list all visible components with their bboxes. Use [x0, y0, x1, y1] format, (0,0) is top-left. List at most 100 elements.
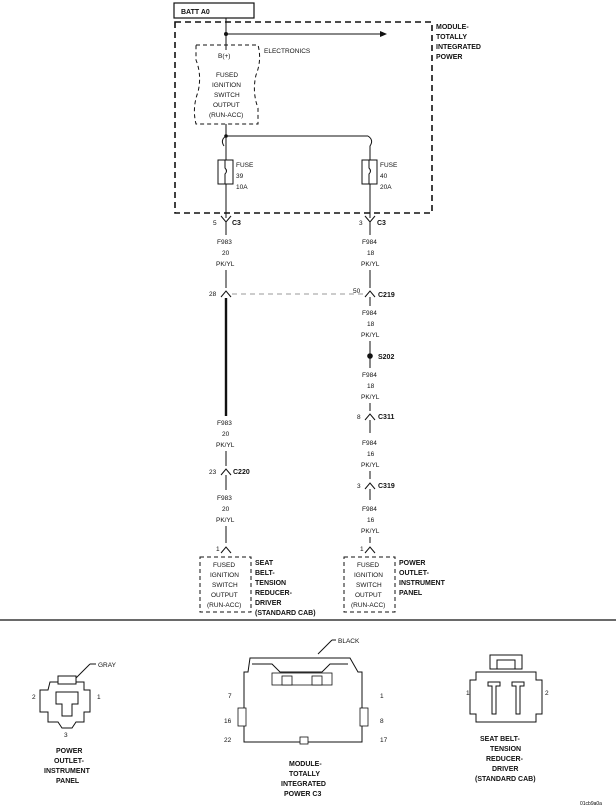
module-label-4: POWER — [436, 54, 462, 61]
fused-output-1: FUSED — [216, 72, 238, 79]
svg-text:3: 3 — [359, 220, 363, 227]
svg-text:FUSE: FUSE — [236, 162, 254, 169]
svg-text:REDUCER-: REDUCER- — [486, 756, 524, 763]
fused-output-2: IGNITION — [212, 82, 241, 89]
seat-belt-box — [199, 556, 252, 613]
module-label-1: MODULE- — [436, 24, 469, 31]
svg-text:20: 20 — [222, 250, 230, 257]
svg-text:20: 20 — [222, 506, 230, 513]
svg-text:1: 1 — [380, 693, 384, 700]
svg-text:POWER C3: POWER C3 — [284, 791, 321, 798]
svg-text:PK/YL: PK/YL — [361, 332, 380, 339]
svg-text:IGNITION: IGNITION — [210, 572, 239, 579]
svg-text:F984: F984 — [362, 310, 377, 317]
svg-text:20: 20 — [222, 431, 230, 438]
svg-text:FUSED: FUSED — [213, 562, 235, 569]
svg-text:F984: F984 — [362, 239, 377, 246]
svg-text:POWER: POWER — [56, 748, 82, 755]
svg-text:C3: C3 — [377, 220, 386, 227]
svg-text:10A: 10A — [236, 184, 248, 191]
module-label-2: TOTALLY — [436, 34, 467, 41]
fused-output-5: (RUN-ACC) — [209, 112, 243, 119]
svg-text:C219: C219 — [378, 292, 395, 299]
svg-text:PK/YL: PK/YL — [361, 261, 380, 268]
svg-text:PK/YL: PK/YL — [216, 442, 235, 449]
svg-text:C311: C311 — [378, 414, 394, 421]
svg-text:F983: F983 — [217, 420, 232, 427]
svg-text:C319: C319 — [378, 483, 395, 490]
connector-seat-belt-pin — [220, 546, 232, 554]
svg-text:F984: F984 — [362, 440, 377, 447]
svg-text:3: 3 — [64, 732, 68, 739]
svg-text:C220: C220 — [233, 469, 250, 476]
svg-text:PK/YL: PK/YL — [216, 261, 235, 268]
batt-box — [173, 2, 255, 19]
svg-text:20A: 20A — [380, 184, 392, 191]
svg-text:OUTPUT: OUTPUT — [211, 592, 238, 599]
svg-text:PK/YL: PK/YL — [361, 394, 380, 401]
svg-text:OUTPUT: OUTPUT — [355, 592, 382, 599]
svg-text:18: 18 — [367, 321, 375, 328]
svg-text:DRIVER: DRIVER — [255, 600, 281, 607]
svg-text:BELT-: BELT- — [255, 570, 275, 577]
electronics-label: ELECTRONICS — [264, 48, 311, 55]
svg-text:(RUN-ACC): (RUN-ACC) — [351, 602, 385, 609]
svg-text:1: 1 — [216, 546, 220, 553]
svg-text:7: 7 — [228, 693, 232, 700]
svg-text:1: 1 — [360, 546, 364, 553]
svg-text:SWITCH: SWITCH — [212, 582, 238, 589]
svg-text:F984: F984 — [362, 506, 377, 513]
svg-text:INSTRUMENT: INSTRUMENT — [44, 768, 91, 775]
svg-text:DRIVER: DRIVER — [492, 766, 518, 773]
svg-text:OUTLET-: OUTLET- — [399, 570, 430, 577]
splice-s202 — [367, 353, 373, 359]
svg-text:C3: C3 — [232, 220, 241, 227]
svg-text:3: 3 — [357, 483, 361, 490]
svg-text:28: 28 — [209, 291, 217, 298]
svg-text:PANEL: PANEL — [56, 778, 80, 785]
svg-text:BLACK: BLACK — [338, 638, 360, 645]
svg-text:8: 8 — [380, 718, 384, 725]
svg-text:1: 1 — [466, 690, 470, 697]
b-plus-label: B(+) — [218, 53, 230, 60]
svg-text:8: 8 — [357, 414, 361, 421]
electronics-box — [193, 44, 261, 125]
fused-output-4: OUTPUT — [213, 102, 240, 109]
svg-text:TENSION: TENSION — [255, 580, 286, 587]
svg-text:F983: F983 — [217, 495, 232, 502]
svg-text:PK/YL: PK/YL — [361, 462, 380, 469]
svg-text:FUSE: FUSE — [380, 162, 398, 169]
svg-text:50: 50 — [353, 288, 361, 295]
seat-belt-connector-view: 1 2 SEAT BELT- TENSION REDUCER- DRIVER (… — [466, 654, 549, 783]
svg-text:PK/YL: PK/YL — [361, 528, 380, 535]
module-label-3: INTEGRATED — [436, 44, 481, 51]
power-outlet-connector-view: GRAY 2 1 3 POWER OUTLET- INSTRUMENT PANE… — [32, 662, 117, 785]
footer-code: 01cb9a0a — [580, 801, 602, 807]
module-boundary — [174, 21, 433, 214]
svg-text:INTEGRATED: INTEGRATED — [281, 781, 326, 788]
svg-text:REDUCER-: REDUCER- — [255, 590, 293, 597]
svg-text:39: 39 — [236, 173, 244, 180]
svg-text:F984: F984 — [362, 372, 377, 379]
svg-text:2: 2 — [32, 694, 36, 701]
svg-text:MODULE-: MODULE- — [289, 761, 322, 768]
svg-text:TOTALLY: TOTALLY — [289, 771, 320, 778]
svg-text:5: 5 — [213, 220, 217, 227]
svg-text:S202: S202 — [378, 354, 394, 361]
svg-text:40: 40 — [380, 173, 388, 180]
svg-text:22: 22 — [224, 737, 232, 744]
svg-text:SWITCH: SWITCH — [356, 582, 382, 589]
svg-text:PANEL: PANEL — [399, 590, 423, 597]
svg-text:FUSED: FUSED — [357, 562, 379, 569]
svg-text:INSTRUMENT: INSTRUMENT — [399, 580, 446, 587]
svg-text:(STANDARD CAB): (STANDARD CAB) — [255, 610, 316, 617]
svg-text:SEAT BELT-: SEAT BELT- — [480, 736, 520, 743]
svg-text:2: 2 — [545, 690, 549, 697]
fused-output-3: SWITCH — [214, 92, 240, 99]
svg-text:18: 18 — [367, 250, 375, 257]
connector-c219-left — [220, 290, 232, 298]
svg-text:SEAT: SEAT — [255, 560, 274, 567]
connector-c311 — [364, 413, 376, 421]
svg-text:17: 17 — [380, 737, 388, 744]
connector-c219-right — [364, 290, 376, 298]
